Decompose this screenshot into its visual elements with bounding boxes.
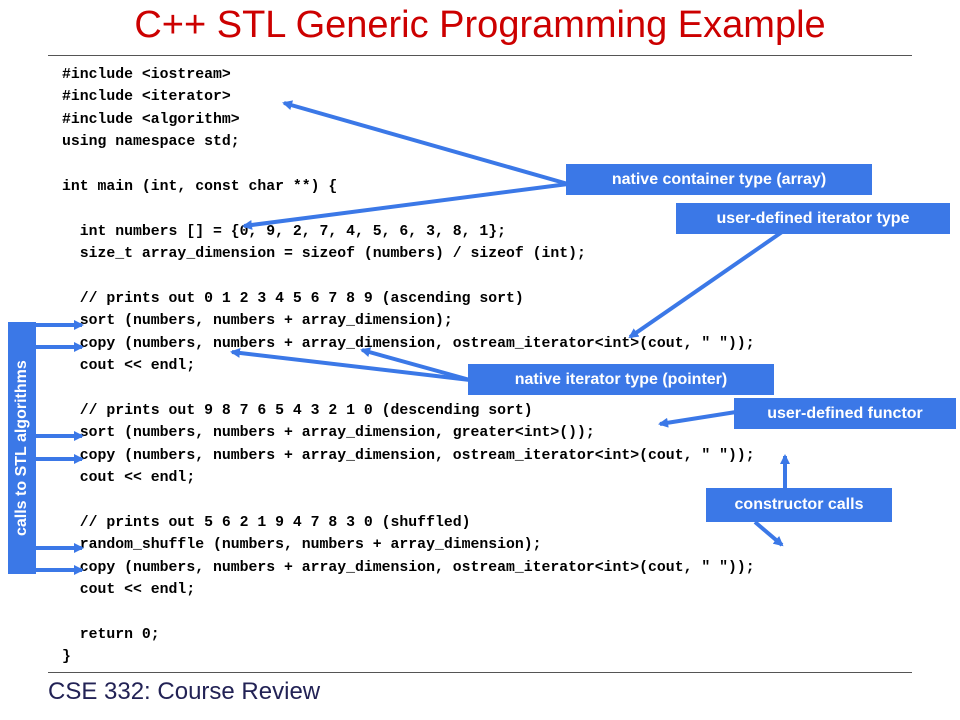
code-line: // prints out 0 1 2 3 4 5 6 7 8 9 (ascen… bbox=[62, 290, 524, 307]
code-line: int numbers [] = {0, 9, 2, 7, 4, 5, 6, 3… bbox=[62, 223, 506, 240]
code-line: using namespace std; bbox=[62, 134, 240, 151]
callout-user-functor: user-defined functor bbox=[734, 398, 956, 429]
code-line: #include <iostream> bbox=[62, 67, 231, 83]
code-line: cout << endl; bbox=[62, 470, 196, 487]
title-divider bbox=[48, 55, 912, 56]
arrow-ctor-2 bbox=[753, 520, 784, 547]
callout-stl-algorithms: calls to STL algorithms bbox=[8, 322, 36, 574]
code-line bbox=[62, 266, 755, 288]
code-line bbox=[62, 601, 755, 623]
code-line: return 0; bbox=[62, 626, 160, 643]
footer-text: CSE 332: Course Review bbox=[48, 678, 321, 705]
slide-title: C++ STL Generic Programming Example bbox=[134, 4, 826, 46]
code-line: sort (numbers, numbers + array_dimension… bbox=[62, 313, 453, 330]
code-line: #include <algorithm> bbox=[62, 111, 240, 128]
code-line: cout << endl; bbox=[62, 358, 196, 375]
callout-constructor-calls: constructor calls bbox=[706, 488, 892, 522]
code-line: random_shuffle (numbers, numbers + array… bbox=[62, 537, 542, 554]
code-line: copy (numbers, numbers + array_dimension… bbox=[62, 447, 755, 464]
code-line: #include <iterator> bbox=[62, 89, 231, 106]
code-line bbox=[62, 489, 755, 511]
code-line: // prints out 9 8 7 6 5 4 3 2 1 0 (desce… bbox=[62, 402, 533, 419]
code-line: // prints out 5 6 2 1 9 4 7 8 3 0 (shuff… bbox=[62, 514, 471, 531]
code-line: cout << endl; bbox=[62, 581, 196, 598]
footer-divider bbox=[48, 672, 912, 673]
code-line: size_t array_dimension = sizeof (numbers… bbox=[62, 246, 586, 263]
code-line: sort (numbers, numbers + array_dimension… bbox=[62, 425, 595, 442]
code-line: } bbox=[62, 649, 71, 666]
callout-native-iterator: native iterator type (pointer) bbox=[468, 364, 774, 395]
code-line: copy (numbers, numbers + array_dimension… bbox=[62, 559, 755, 576]
code-line: copy (numbers, numbers + array_dimension… bbox=[62, 335, 755, 352]
callout-native-container: native container type (array) bbox=[566, 164, 872, 195]
code-line bbox=[62, 198, 755, 220]
callout-user-iterator: user-defined iterator type bbox=[676, 203, 950, 234]
